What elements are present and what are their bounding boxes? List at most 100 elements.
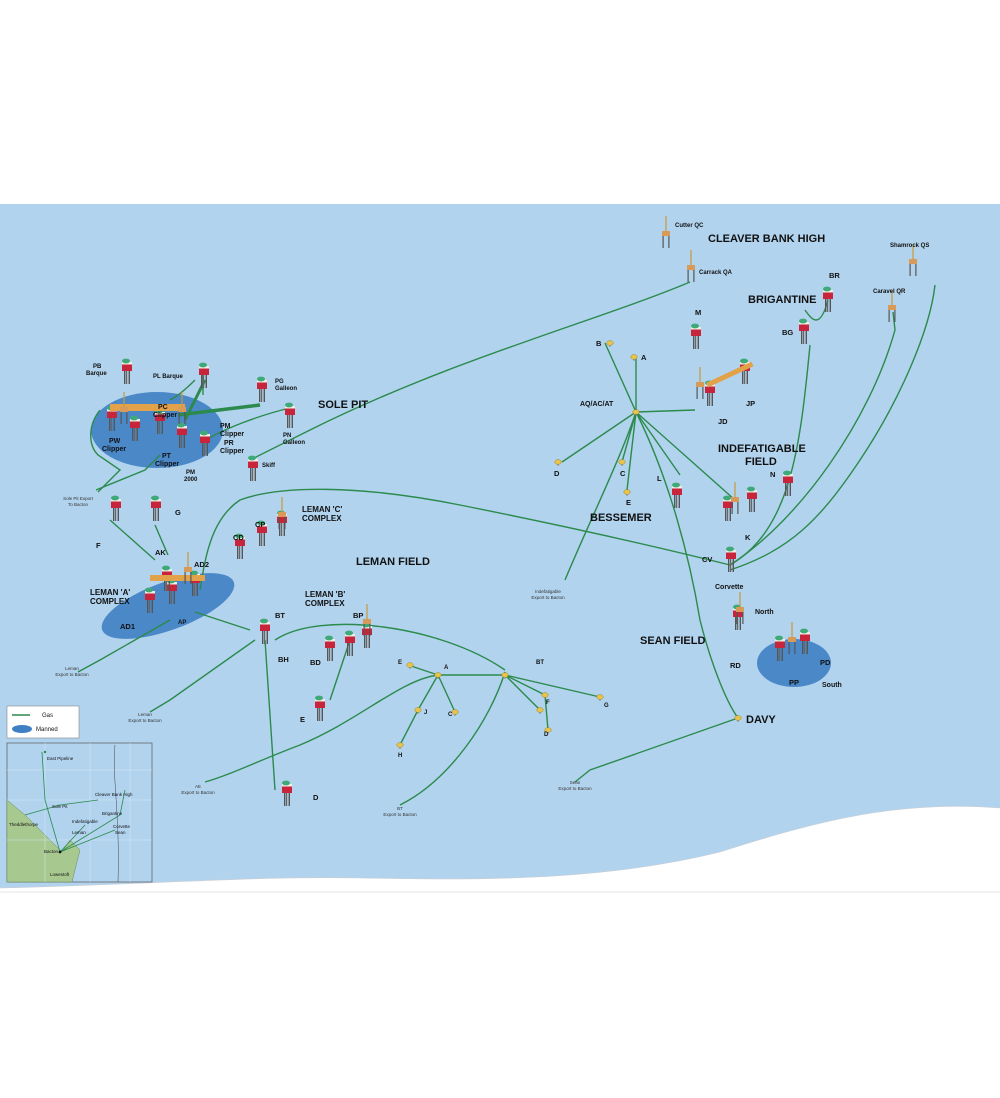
- label-pr: PR: [224, 440, 234, 447]
- label-h-subsea: H: [398, 753, 402, 759]
- label-leman-export-b: Leman: [138, 712, 152, 717]
- label-bg: BG: [782, 328, 793, 337]
- label-e-leman: E: [300, 715, 305, 724]
- label-pb-barque: Barque: [86, 371, 107, 377]
- label-sole-export: Sole Pit Export: [63, 496, 94, 501]
- label-sean-export-bacton: Export to Bacton: [558, 786, 592, 791]
- label-l: L: [657, 474, 662, 483]
- label-indefatigable: INDEFATIGABLE: [718, 443, 806, 455]
- label-bt-subsea: BT: [536, 660, 544, 666]
- label-bt-leman: BT: [275, 611, 285, 620]
- label-leman-field: LEMAN FIELD: [356, 556, 430, 568]
- label-corvette: Corvette: [715, 584, 744, 591]
- legend-manned-swatch: [12, 725, 32, 733]
- label-sole-pit: SOLE PIT: [318, 399, 368, 411]
- label-pn: PN: [283, 433, 291, 439]
- label-ak: AK: [155, 548, 166, 557]
- label-cutter-qc: Cutter QC: [675, 223, 704, 229]
- label-a-bessemer: A: [641, 353, 647, 362]
- export-labels: AE Export to Bacton Leman Export to Bact…: [55, 496, 592, 817]
- label-g-subsea: G: [604, 703, 609, 709]
- label-leman-export-a: Leman: [65, 666, 79, 671]
- label-d-leman: D: [313, 793, 319, 802]
- inset-brigantine: Brigantine: [102, 811, 123, 816]
- inset-lowestoft: Lowestoft: [50, 872, 70, 877]
- manned-zone-leman-a: [101, 573, 235, 639]
- label-pn-galleon: Galleon: [283, 440, 305, 446]
- label-ae-export: AE: [195, 784, 201, 789]
- label-f-subsea: F: [546, 700, 550, 706]
- label-b-bessemer: B: [596, 339, 602, 348]
- sea-bottom-edge: [0, 805, 1000, 889]
- inset-sean: Sean: [115, 830, 126, 835]
- label-cp: CP: [255, 520, 265, 529]
- label-caravel-qr: Caravel QR: [873, 289, 906, 295]
- label-pc-clipper: Clipper: [153, 412, 177, 419]
- label-bh: BH: [278, 655, 289, 664]
- label-c-bessemer: C: [620, 469, 626, 478]
- manned-zone-sean: [757, 639, 831, 687]
- label-ad1: AD1: [120, 622, 135, 631]
- label-leman-c-complex: COMPLEX: [302, 514, 342, 523]
- label-c-subsea: C: [448, 712, 453, 718]
- label-sean-field: SEAN FIELD: [640, 635, 705, 647]
- label-cleaver-bank-high: CLEAVER BANK HIGH: [708, 233, 825, 245]
- label-leman-c: LEMAN 'C': [302, 505, 342, 514]
- label-cv: CV: [702, 555, 712, 564]
- label-bt-export: BT: [397, 806, 403, 811]
- label-j-subsea: J: [424, 710, 427, 716]
- label-bp: BP: [353, 611, 363, 620]
- label-aq-ac-at: AQ/AC/AT: [580, 401, 614, 408]
- label-br: BR: [829, 271, 840, 280]
- label-jd: JD: [718, 417, 728, 426]
- inset-east-pipeline: East Pipeline: [47, 756, 74, 761]
- legend-manned-label: Manned: [36, 727, 58, 733]
- label-pm: PM: [220, 423, 231, 430]
- label-cd: CD: [233, 533, 244, 542]
- inset-cleaver-bank-high: Cleaver Bank High: [95, 792, 133, 797]
- label-sole-export-bacton: To Bacton: [68, 502, 89, 507]
- platform-labels: Cutter QC Carrack QA Shamrock QS Caravel…: [86, 223, 929, 802]
- label-ad2: AD2: [194, 560, 209, 569]
- label-pl-barque: PL Barque: [153, 374, 184, 380]
- inset-corvette: Corvette: [113, 824, 131, 829]
- label-carrack-qa: Carrack QA: [699, 270, 733, 276]
- inset-theddlethorpe: Theddlethorpe: [9, 822, 39, 827]
- label-g: G: [175, 508, 181, 517]
- sea-background: [0, 204, 1000, 888]
- label-rd: RD: [730, 661, 741, 670]
- inset-leman: Leman: [72, 830, 86, 835]
- label-e-bessemer: E: [626, 498, 631, 507]
- label-brigantine: BRIGANTINE: [748, 294, 816, 306]
- inset-bacton: Bacton: [44, 849, 59, 854]
- label-f: F: [96, 541, 101, 550]
- inset-map: East Pipeline Cleaver Bank High Sole Pit…: [6, 742, 153, 883]
- label-pd: PD: [820, 658, 831, 667]
- label-north: North: [755, 609, 774, 616]
- label-pp: PP: [789, 678, 799, 687]
- label-shamrock-qs: Shamrock QS: [890, 243, 929, 249]
- label-pm-2000: PM: [186, 470, 195, 476]
- label-d-bessemer: D: [554, 469, 560, 478]
- label-indef-export-bacton: Export to Bacton: [531, 595, 565, 600]
- label-m: M: [695, 308, 701, 317]
- label-pc: PC: [158, 404, 168, 411]
- label-davy: DAVY: [746, 714, 776, 726]
- label-indefatigable-field: FIELD: [745, 456, 777, 468]
- label-a-subsea: A: [444, 665, 449, 671]
- label-leman-a-complex: COMPLEX: [90, 597, 130, 606]
- pipeline-sole-pit-trunk: [177, 403, 261, 417]
- label-pg: PG: [275, 379, 284, 385]
- label-leman-b: LEMAN 'B': [305, 590, 345, 599]
- pipelines: [77, 281, 936, 806]
- label-pr-clipper: Clipper: [220, 448, 244, 455]
- label-pm-clipper: Clipper: [220, 431, 244, 438]
- label-pw: PW: [109, 438, 121, 445]
- label-pb: PB: [93, 364, 102, 370]
- structures: [107, 216, 917, 806]
- label-e-subsea: E: [398, 660, 402, 666]
- label-k: K: [745, 533, 751, 542]
- label-skiff: Skiff: [262, 463, 276, 469]
- legend: Gas Manned: [6, 705, 80, 739]
- label-leman-a: LEMAN 'A': [90, 588, 130, 597]
